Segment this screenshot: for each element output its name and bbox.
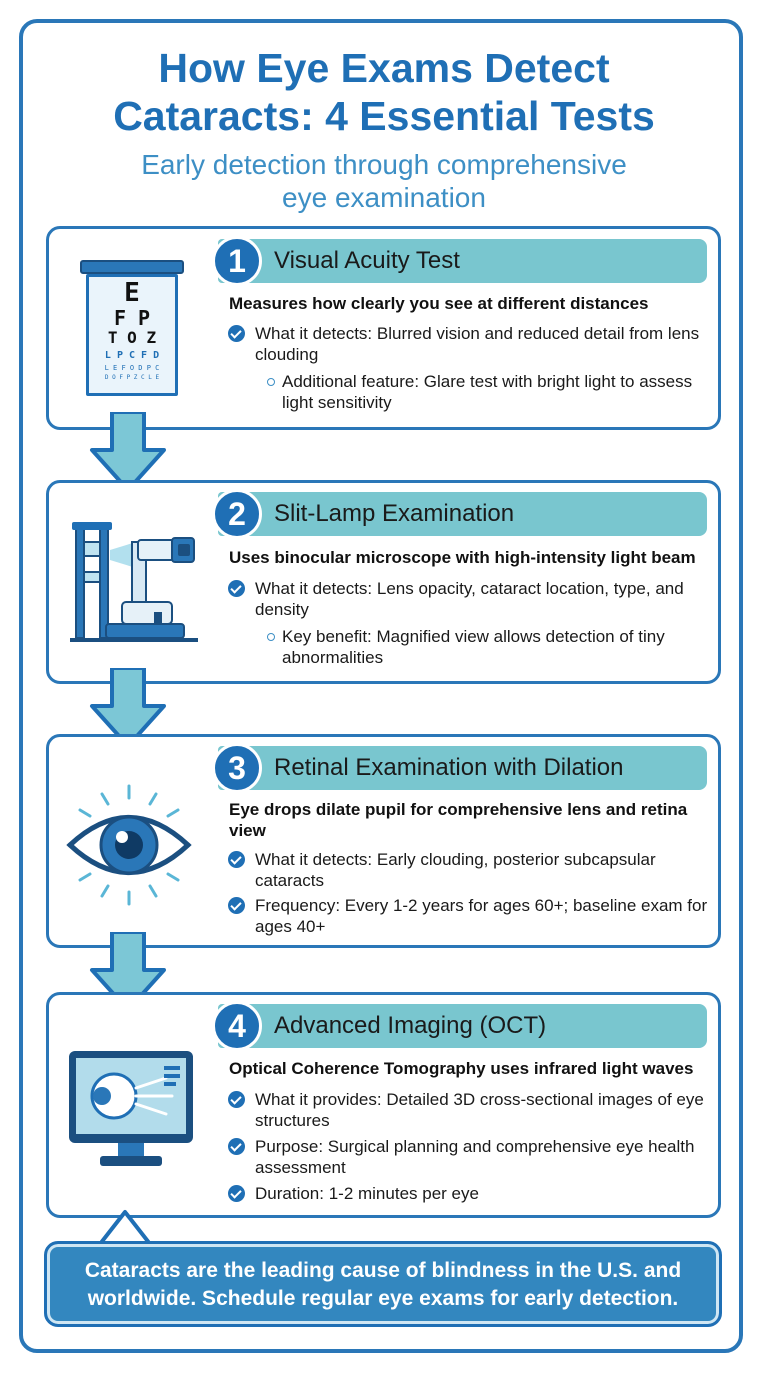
test-3-number: 3: [212, 743, 262, 793]
test-3-lead: Eye drops dilate pupil for comprehensive…: [229, 800, 688, 840]
test-4-bullet-1: What it provides: Detailed 3D cross-sect…: [228, 1089, 711, 1131]
oct-monitor-icon: [69, 1051, 193, 1166]
check-icon: [228, 851, 245, 868]
test-4-bullet-2: Purpose: Surgical planning and comprehen…: [228, 1136, 711, 1178]
footer-pointer: [100, 1210, 150, 1244]
eye-chart-icon: E F P T O Z L P C F D L E F O D P C D O …: [80, 260, 184, 400]
test-4-bullet-3: Duration: 1-2 minutes per eye: [228, 1183, 711, 1204]
test-3-bullet-2: Frequency: Every 1-2 years for ages 60+;…: [228, 895, 711, 937]
eye-icon: [66, 784, 192, 906]
subtitle-line-2: eye examination: [282, 182, 486, 213]
footer-callout: Cataracts are the leading cause of blind…: [44, 1241, 722, 1327]
test-3-title: Retinal Examination with Dilation: [274, 754, 624, 781]
test-4-lead: Optical Coherence Tomography uses infrar…: [229, 1059, 694, 1078]
test-2-banner: [218, 492, 707, 536]
eye-chart-row-1: E: [124, 278, 140, 308]
test-1-number: 1: [212, 236, 262, 286]
title-line-2: Cataracts: 4 Essential Tests: [113, 93, 655, 139]
test-1-sub-bullet-1: Additional feature: Glare test with brig…: [267, 371, 702, 413]
test-4-banner: [218, 1004, 707, 1048]
test-3-bullet-1: What it detects: Early clouding, posteri…: [228, 849, 711, 891]
eye-chart-row-6: D O F P Z C L E: [104, 374, 160, 381]
footer-line-2: worldwide. Schedule regular eye exams fo…: [87, 1287, 679, 1310]
title-line-1: How Eye Exams Detect: [158, 45, 610, 91]
test-2-number: 2: [212, 489, 262, 539]
test-1-bullet-1: What it detects: Blurred vision and redu…: [228, 323, 711, 365]
check-icon: [228, 897, 245, 914]
check-icon: [228, 1138, 245, 1155]
test-4-title: Advanced Imaging (OCT): [274, 1012, 547, 1039]
check-icon: [228, 325, 245, 342]
circle-bullet-icon: [267, 633, 275, 641]
check-icon: [228, 1091, 245, 1108]
test-1-lead: Measures how clearly you see at differen…: [229, 294, 649, 313]
test-3-banner: [218, 746, 707, 790]
eye-chart-row-3: T O Z: [107, 328, 157, 347]
page-subtitle: Early detection through comprehensive ey…: [20, 148, 748, 214]
eye-chart-row-5: L E F O D P C: [104, 364, 160, 372]
page-title: How Eye Exams Detect Cataracts: 4 Essent…: [20, 44, 748, 140]
check-icon: [228, 1185, 245, 1202]
down-arrow-3: [90, 932, 166, 1012]
test-2-sub-bullet-1: Key benefit: Magnified view allows detec…: [267, 626, 702, 668]
test-2-title: Slit-Lamp Examination: [274, 500, 515, 527]
check-icon: [228, 580, 245, 597]
test-2-bullet-1: What it detects: Lens opacity, cataract …: [228, 578, 711, 620]
slit-lamp-icon: [70, 522, 198, 642]
subtitle-line-1: Early detection through comprehensive: [141, 149, 627, 180]
test-1-title: Visual Acuity Test: [274, 247, 460, 274]
eye-chart-row-4: L P C F D: [104, 350, 160, 361]
footer-line-1: Cataracts are the leading cause of blind…: [84, 1259, 682, 1282]
eye-chart-row-2: F P: [113, 306, 151, 330]
down-arrow-2: [90, 668, 166, 748]
test-2-lead: Uses binocular microscope with high-inte…: [229, 548, 696, 567]
circle-bullet-icon: [267, 378, 275, 386]
down-arrow-1: [90, 412, 166, 492]
test-1-banner: [218, 239, 707, 283]
test-4-number: 4: [212, 1001, 262, 1051]
